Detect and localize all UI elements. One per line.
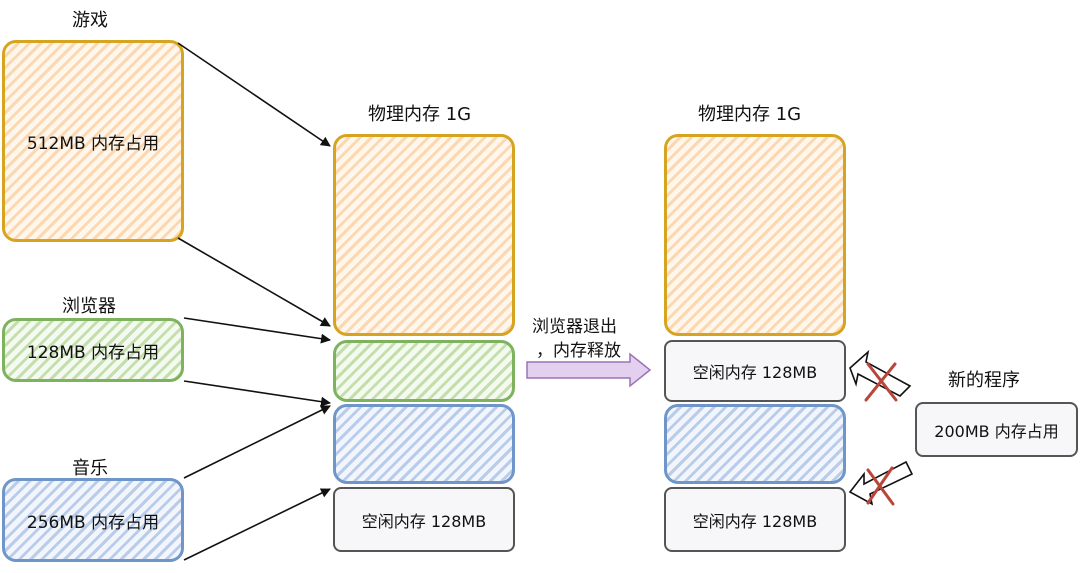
transition-arrow [526,352,652,388]
transition-line1: 浏览器退出 [532,317,617,337]
game-box: 512MB 内存占用 [2,40,184,242]
arrow-music-to-memory-bottom [183,488,331,561]
memory-before-music-segment [333,404,515,484]
arrow-game-to-memory-top [177,42,331,147]
new-program-box: 200MB 内存占用 [915,402,1078,457]
cross-upper [864,362,898,402]
game-box-text: 512MB 内存占用 [26,133,160,154]
memory-after-title: 物理内存 1G [698,104,802,125]
music-title: 音乐 [72,458,108,479]
memory-before-free-segment: 空闲内存 128MB [333,487,515,552]
memory-before-game-segment [333,134,515,336]
memory-after-free-top-text: 空闲内存 128MB [692,363,818,382]
browser-box: 128MB 内存占用 [2,318,184,382]
arrow-browser-to-memory-top [183,317,331,344]
new-program-text: 200MB 内存占用 [934,421,1059,441]
arrow-browser-to-memory-bottom [183,380,331,407]
arrow-game-to-memory-bottom [177,237,331,327]
memory-after-free-bottom-text: 空闲内存 128MB [692,511,818,531]
new-program-title: 新的程序 [948,370,1020,391]
arrow-music-to-memory-top [183,405,331,479]
transition-line2: ，内存释放 [536,341,621,361]
cross-lower [866,466,895,506]
blocked-arrow-upper [849,349,912,397]
memory-after-music-segment [664,404,846,484]
memory-after-free-bottom-segment: 空闲内存 128MB [664,487,846,552]
music-box-text: 256MB 内存占用 [26,512,160,533]
music-box: 256MB 内存占用 [2,478,184,562]
memory-before-free-text: 空闲内存 128MB [361,511,487,531]
memory-before-title: 物理内存 1G [368,104,472,125]
memory-after-game-segment [664,134,846,336]
browser-title: 浏览器 [62,296,116,317]
browser-box-text: 128MB 内存占用 [26,342,160,363]
game-title: 游戏 [72,10,108,31]
memory-after-free-top-segment: 空闲内存 128MB [664,340,846,402]
memory-before-browser-segment [333,340,515,402]
